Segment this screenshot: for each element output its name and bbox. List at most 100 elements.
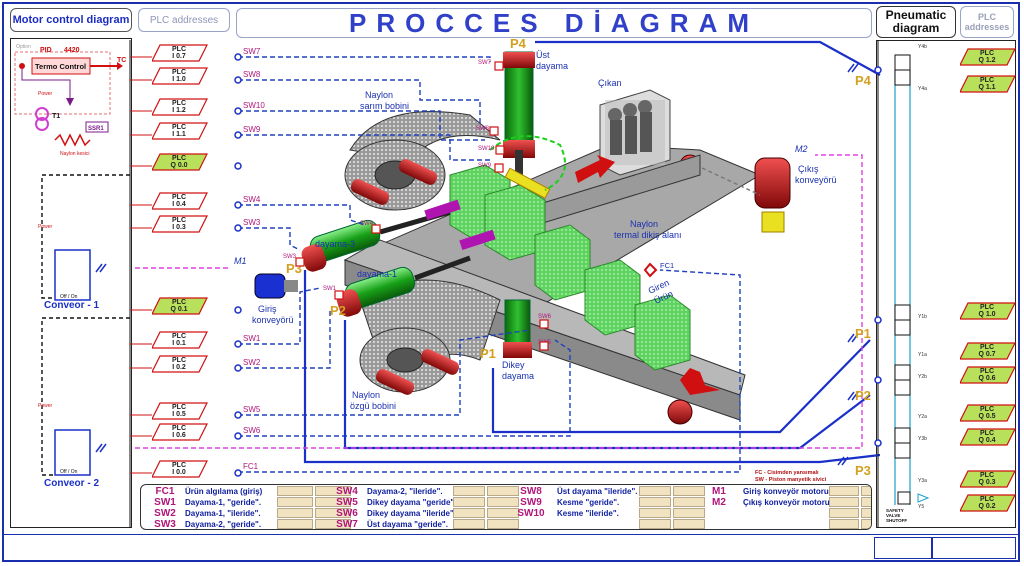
- legend-description: Dayama-2, "geride".: [185, 520, 262, 529]
- switch-sensor-markers: [295, 61, 549, 351]
- legend-code: SW5: [336, 497, 358, 508]
- plc-input-terminal: [234, 306, 242, 314]
- plc-label: PLC: [980, 368, 994, 375]
- legend-code: SW2: [154, 508, 176, 519]
- piston-p4-cylinder: [503, 51, 535, 180]
- legend-code: SW3: [154, 519, 176, 530]
- svg-text:SW6: SW6: [538, 314, 552, 320]
- svg-text:SW7: SW7: [478, 60, 492, 66]
- legend-cell: [861, 497, 871, 507]
- page-title: PROCCES DİAGRAM: [236, 8, 872, 38]
- plc-address: Q 1.2: [978, 57, 996, 64]
- plc-label: PLC: [980, 77, 994, 84]
- pid-value: 4420: [64, 47, 80, 54]
- plc-label: PLC: [172, 155, 186, 162]
- p3-right-label: P3: [855, 463, 871, 478]
- legend-code: M1: [712, 486, 726, 497]
- product-boxes: [449, 164, 691, 371]
- p1-right-label: P1: [855, 326, 871, 341]
- heater-label: Naylon kesici: [60, 151, 89, 157]
- plc-addresses-right-header: PLC addresses: [960, 6, 1014, 38]
- option-label: Option: [16, 44, 31, 50]
- legend-cell: [861, 519, 871, 529]
- plc-addresses-header: PLC addresses: [138, 8, 230, 32]
- legend-cell: [277, 508, 313, 518]
- legend-code: SW1: [154, 497, 176, 508]
- legend-description: Giriş konveyör motoru: [743, 487, 829, 496]
- legend-row: [699, 519, 871, 529]
- label-dayama1: dayama-1: [357, 269, 397, 279]
- legend-cell: [639, 486, 671, 496]
- plc-address: I 0.3: [172, 224, 186, 231]
- legend-code: FC1: [155, 486, 175, 497]
- pid-label: PID: [40, 47, 52, 54]
- clamp-strip-1: [424, 199, 461, 221]
- legend-cell: [673, 497, 705, 507]
- piston-p1-cylinder: [503, 299, 532, 358]
- legend-notes: FC - Cisimden yansımalı SW - Piston many…: [755, 470, 827, 483]
- legend-cell: [861, 508, 871, 518]
- label-dikey-dayama-1: Dikey: [502, 360, 525, 370]
- direction-arrow-output: [575, 155, 615, 183]
- label-cikis-konveyor-2: konveyörü: [795, 175, 837, 185]
- plc-address: Q 0.2: [978, 503, 996, 510]
- plc-label: PLC: [980, 50, 994, 57]
- valve-name: Y2a: [918, 414, 927, 420]
- legend-code: SW6: [336, 508, 358, 519]
- clamp-strip-2: [459, 229, 496, 251]
- svg-text:SW9: SW9: [243, 125, 261, 134]
- plc-input-terminal: [234, 162, 242, 170]
- legend-row: M1 Giriş konveyör motoru: [699, 486, 871, 497]
- legend-cell: [277, 486, 313, 496]
- legend-cell: [829, 519, 859, 529]
- legend-cell: [829, 497, 859, 507]
- power-label-3: Power: [38, 403, 53, 409]
- plc-label: PLC: [172, 299, 186, 306]
- legend-description: Dayama-1, "ileride".: [185, 509, 261, 518]
- plc-input-terminal: [234, 201, 242, 209]
- plc-address: Q 0.4: [978, 437, 996, 444]
- plc-label: PLC: [172, 46, 186, 53]
- seal-area-loop: [489, 135, 566, 191]
- switch-sensor-marker: [494, 61, 504, 71]
- plc-label: PLC: [980, 430, 994, 437]
- pneumatic-title-line2: diagram: [892, 21, 940, 35]
- label-naylon-sarim-1: Naylon: [365, 90, 393, 100]
- t1-label: T1: [52, 113, 60, 120]
- p4-right-label: P4: [855, 73, 872, 88]
- off-on-2: Off / On: [60, 469, 78, 475]
- legend-note-2: SW - Piston manyetik sivici: [755, 477, 827, 483]
- fc1-sensor: [643, 262, 658, 278]
- label-dikey-dayama-2: dayama: [502, 371, 534, 381]
- plc-address: I 0.5: [172, 411, 186, 418]
- svg-text:SW7: SW7: [243, 47, 261, 56]
- plc-address: I 0.7: [172, 53, 186, 60]
- svg-text:SW5: SW5: [243, 405, 261, 414]
- plc-label: PLC: [980, 406, 994, 413]
- label-giris-konveyor-1: Giriş: [258, 304, 277, 314]
- svg-text:SW1: SW1: [323, 286, 337, 292]
- label-fc1: FC1: [660, 261, 674, 270]
- valve-port: [874, 439, 882, 447]
- legend-cell: [639, 519, 671, 529]
- plc-address: I 1.1: [172, 131, 186, 138]
- plc-address: I 0.6: [172, 432, 186, 439]
- legend-description: Çıkış konveyör motoru: [743, 498, 830, 507]
- power-label-1: Power: [38, 91, 53, 97]
- legend-cell: [453, 486, 485, 496]
- valve-name: Y2b: [918, 374, 927, 380]
